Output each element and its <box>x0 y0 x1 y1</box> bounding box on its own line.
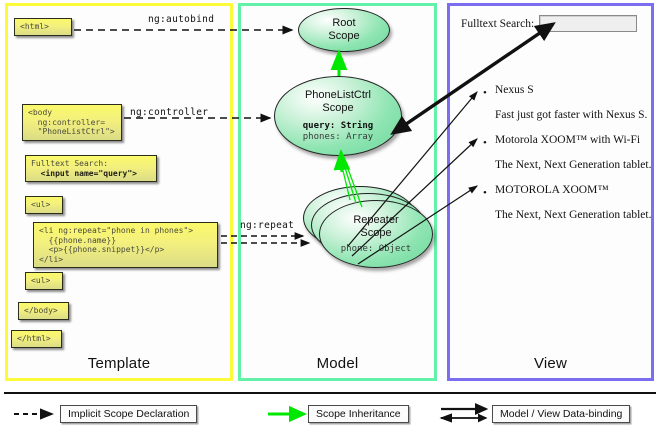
code-box-ul-close: <ul> <box>25 272 63 290</box>
label-ng-repeat: ng:repeat <box>240 220 295 231</box>
column-label-template: Template <box>87 355 151 372</box>
view-bullet-1: • <box>483 137 487 149</box>
code-box-html-open: <html> <box>14 18 72 36</box>
code-box-body-close: </body> <box>18 302 69 320</box>
column-label-view: View <box>533 355 568 372</box>
view-item-title-2: MOTOROLA XOOM™ <box>495 184 609 196</box>
view-bullet-0: • <box>483 87 487 99</box>
label-ng-autobind: ng:autobind <box>148 14 215 25</box>
legend-arrow-databinding <box>439 403 489 423</box>
legend-implicit-scope-declaration: Implicit Scope Declaration <box>60 405 198 423</box>
view-item-title-1: Motorola XOOM™ with Wi-Fi <box>495 134 641 146</box>
code-box-body-open: <body ng:controller= "PhoneListCtrl"> <box>22 104 122 141</box>
scope-repeater-props: phone: Object <box>340 243 412 254</box>
view-item-title-0: Nexus S <box>495 84 534 96</box>
scope-phonelistctrl-props: query: String phones: Array <box>302 121 374 142</box>
view-search-label: Fulltext Search: <box>461 17 535 30</box>
code-box-html-close: </html> <box>11 330 62 348</box>
code-box-fulltext-search: Fulltext Search: <input name="query"> <box>25 155 157 182</box>
view-search-input[interactable] <box>539 15 638 32</box>
code-box-li-repeat: <li ng:repeat="phone in phones"> {{phone… <box>33 222 218 268</box>
column-template: Template <box>5 3 233 381</box>
view-bullet-2: • <box>483 187 487 199</box>
legend-separator <box>4 392 656 394</box>
legend-model-view-data-binding: Model / View Data-binding <box>492 405 631 423</box>
view-item-snippet-1: The Next, Next Generation tablet. <box>495 159 652 171</box>
label-ng-controller: ng:controller <box>130 107 209 118</box>
view-search-row: Fulltext Search: <box>461 15 638 32</box>
legend-scope-inheritance: Scope Inheritance <box>308 405 409 423</box>
view-pane: Fulltext Search: • Nexus S Fast just got… <box>455 11 651 373</box>
view-item-snippet-0: Fast just got faster with Nexus S. <box>495 109 648 121</box>
code-box-ul-open: <ul> <box>25 196 63 214</box>
view-item-snippet-2: The Next, Next Generation tablet. <box>495 209 652 221</box>
column-label-model: Model <box>316 355 359 372</box>
